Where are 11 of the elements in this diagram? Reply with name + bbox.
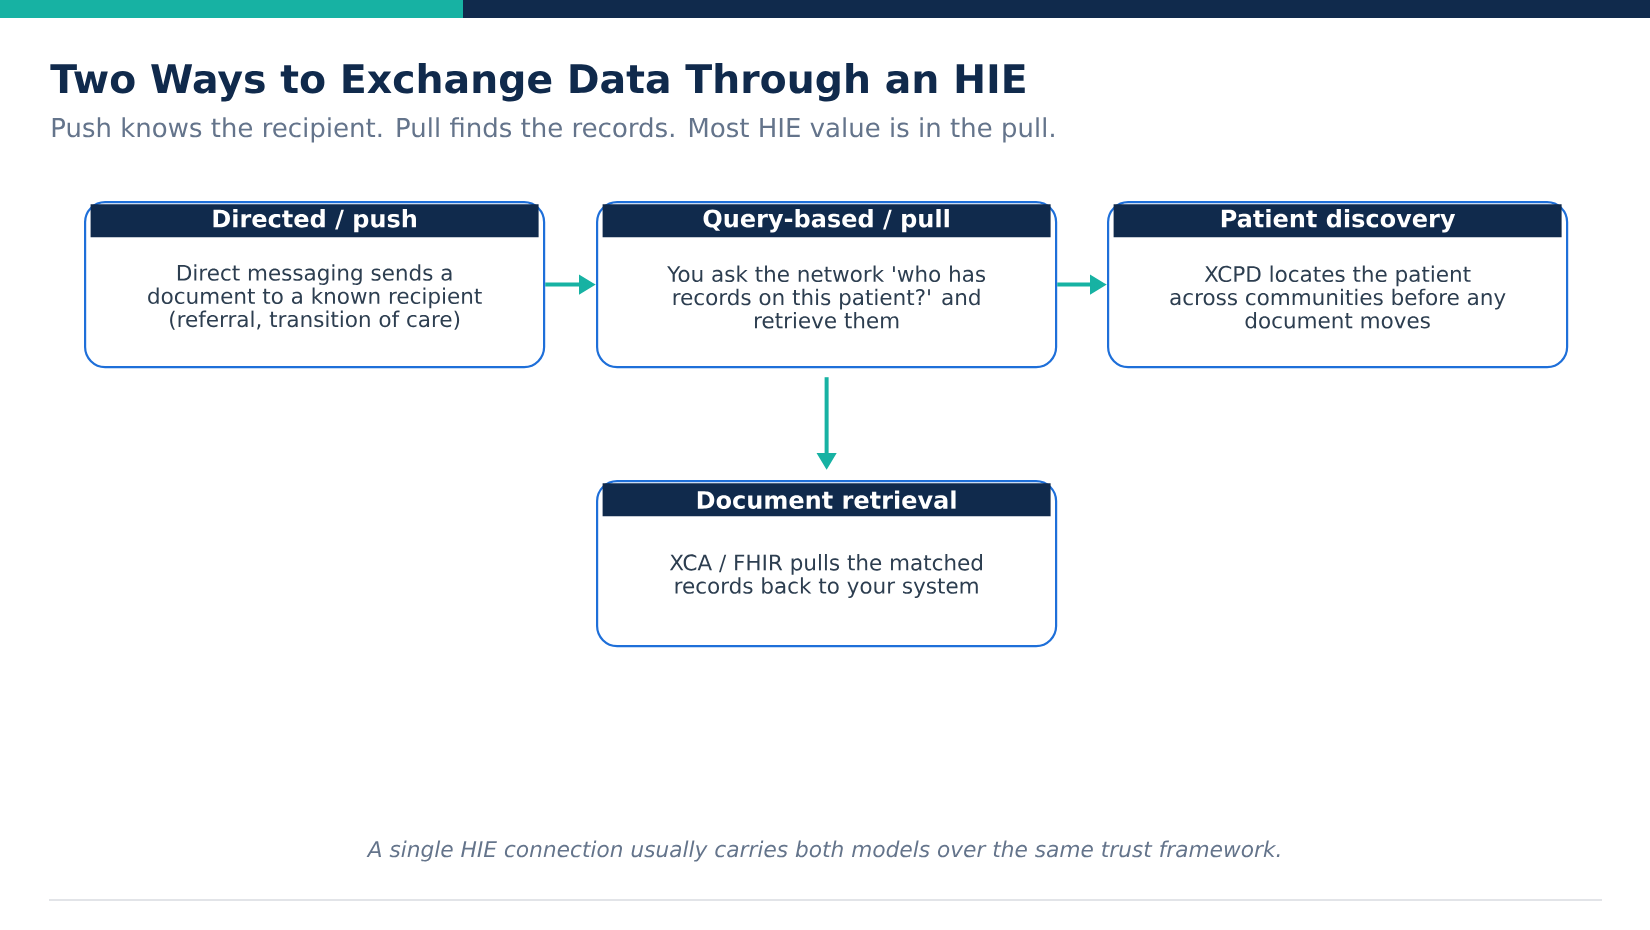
subtitle: Push knows the recipient. Pull finds the records. Most HIE value is in the pull. — [52, 117, 1054, 143]
heading-band: Directed / push — [90, 204, 539, 238]
box-text: XCPD locates the patient across communities before any document moves — [1170, 265, 1506, 329]
heading-band: Query-based / pull — [602, 204, 1051, 238]
caption: A single HIE connection usually carries both models over the same trust framework. — [366, 840, 1280, 862]
heading-band: Document retrieval — [602, 483, 1051, 517]
box-text: Direct messaging sends a document to a known recipient (referral, transition of care) — [148, 264, 482, 330]
title: Two Ways to Exchange Data Through an HIE — [50, 63, 1025, 102]
box-text: You ask the network 'who has records on this patient?' and retrieve them — [667, 265, 986, 329]
box-text: XCA / FHIR pulls the matched records back to your system — [669, 554, 982, 598]
heading-band: Patient discovery — [1113, 204, 1562, 238]
